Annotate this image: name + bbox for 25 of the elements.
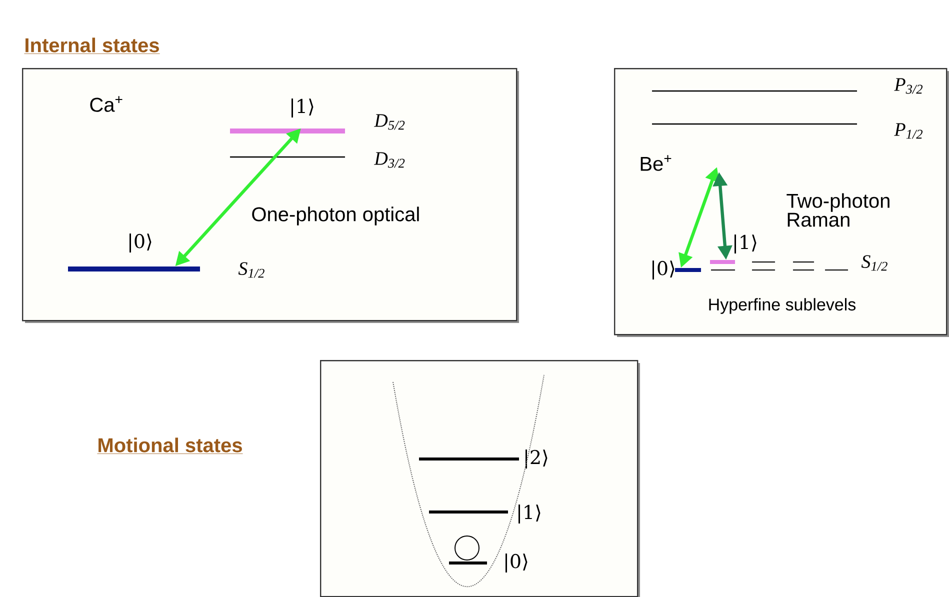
panel-box — [320, 360, 640, 597]
level-label: S$_{1/2}$ — [238, 262, 264, 278]
edge-label: One-photon optical — [252, 206, 419, 226]
node-label: |2⟩ — [526, 450, 548, 469]
energy-level: |0⟩ — [652, 260, 701, 280]
level-label: P$_{1/2}$ — [894, 123, 923, 139]
section-heading: Motional states — [97, 438, 243, 454]
energy-level: |0⟩ — [68, 234, 200, 272]
section-heading: Internal states — [24, 38, 160, 54]
node-label: |0⟩ — [506, 554, 528, 573]
energy-level: |2⟩ — [419, 450, 548, 468]
node-label: |1⟩ — [518, 504, 540, 524]
energy-level: |1⟩ — [230, 98, 345, 134]
energy-level: |1⟩ — [710, 234, 756, 264]
node-label: |1⟩ — [734, 234, 756, 254]
node-label: |0⟩ — [130, 234, 152, 253]
edge-label: Two-photon Raman — [786, 193, 890, 227]
level-label: P$_{3/2}$ — [894, 78, 923, 94]
node-label: |0⟩ — [652, 260, 674, 280]
level-label: S$_{1/2}$ — [861, 255, 888, 271]
node-label: |1⟩ — [292, 98, 314, 118]
energy-level: |0⟩ — [449, 554, 528, 572]
level-label: D$_{3/2}$ — [374, 152, 405, 168]
level-label: D$_{5/2}$ — [374, 114, 405, 130]
energy-level: |1⟩ — [429, 504, 540, 524]
